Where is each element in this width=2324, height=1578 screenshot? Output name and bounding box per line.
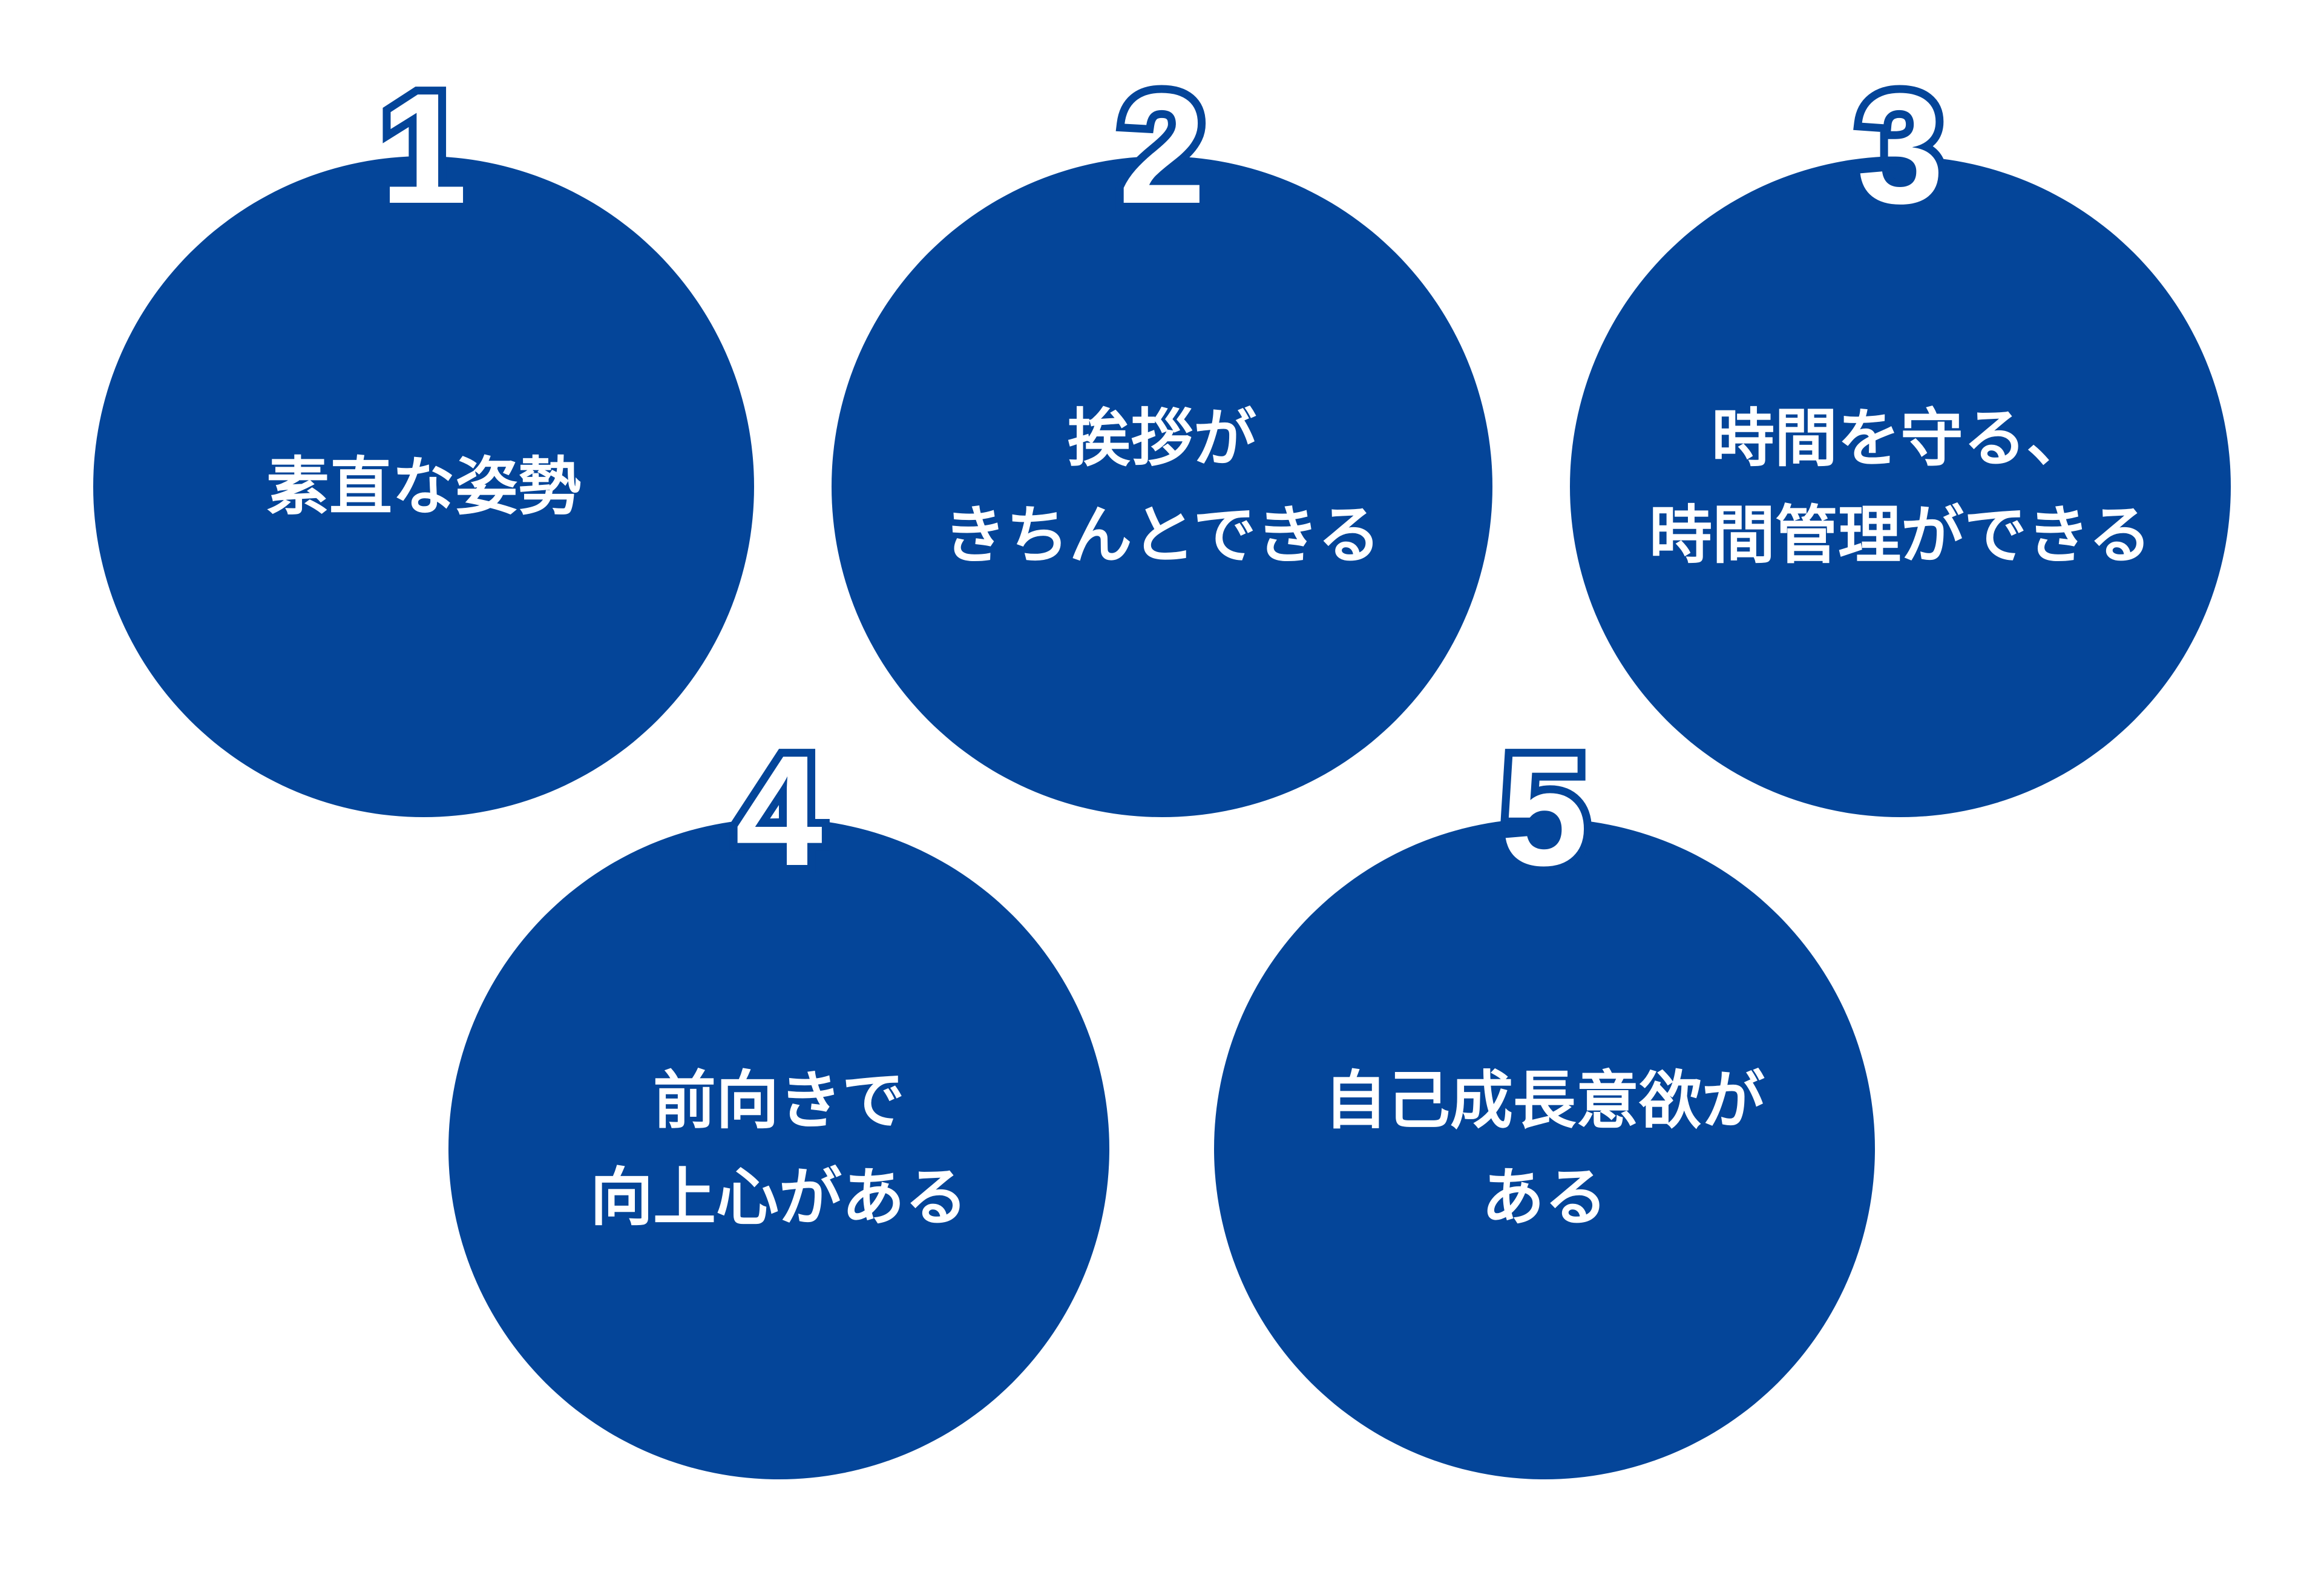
item-text-line: 時間を守る、 [1711, 401, 2089, 475]
item-text-3: 時間を守る、 時間管理ができる [1649, 390, 2152, 584]
item-number-1: 1 [372, 56, 476, 242]
item-circle-3: 時間を守る、 時間管理ができる [1570, 156, 2231, 817]
item-text-line: 前向きで [652, 1064, 905, 1137]
item-text-line: きちんとできる [943, 498, 1381, 572]
item-number-2: 2 [1111, 56, 1214, 242]
item-circle-4: 前向きで 向上心がある [448, 818, 1109, 1479]
item-number-3: 3 [1849, 56, 1952, 242]
item-circle-5: 自己成長意欲が ある [1214, 818, 1875, 1479]
item-text-line: 素直な姿勢 [266, 450, 581, 524]
item-circle-2: 挨拶が きちんとできる [832, 156, 1492, 817]
item-circle-1: 素直な姿勢 [93, 156, 754, 817]
item-text-line: 向上心がある [589, 1160, 968, 1234]
item-number-4: 4 [727, 718, 831, 904]
item-text-line: 自己成長意欲が [1324, 1064, 1765, 1137]
item-text-5: 自己成長意欲が ある [1324, 1052, 1765, 1246]
item-text-line: 時間管理ができる [1649, 498, 2152, 572]
item-text-2: 挨拶が きちんとできる [944, 390, 1381, 584]
item-text-line: ある [1481, 1160, 1607, 1234]
item-number-5: 5 [1493, 718, 1597, 904]
item-text-4: 前向きで 向上心がある [590, 1052, 968, 1246]
item-text-1: 素直な姿勢 [266, 438, 581, 535]
item-text-line: 挨拶が [1067, 401, 1256, 475]
